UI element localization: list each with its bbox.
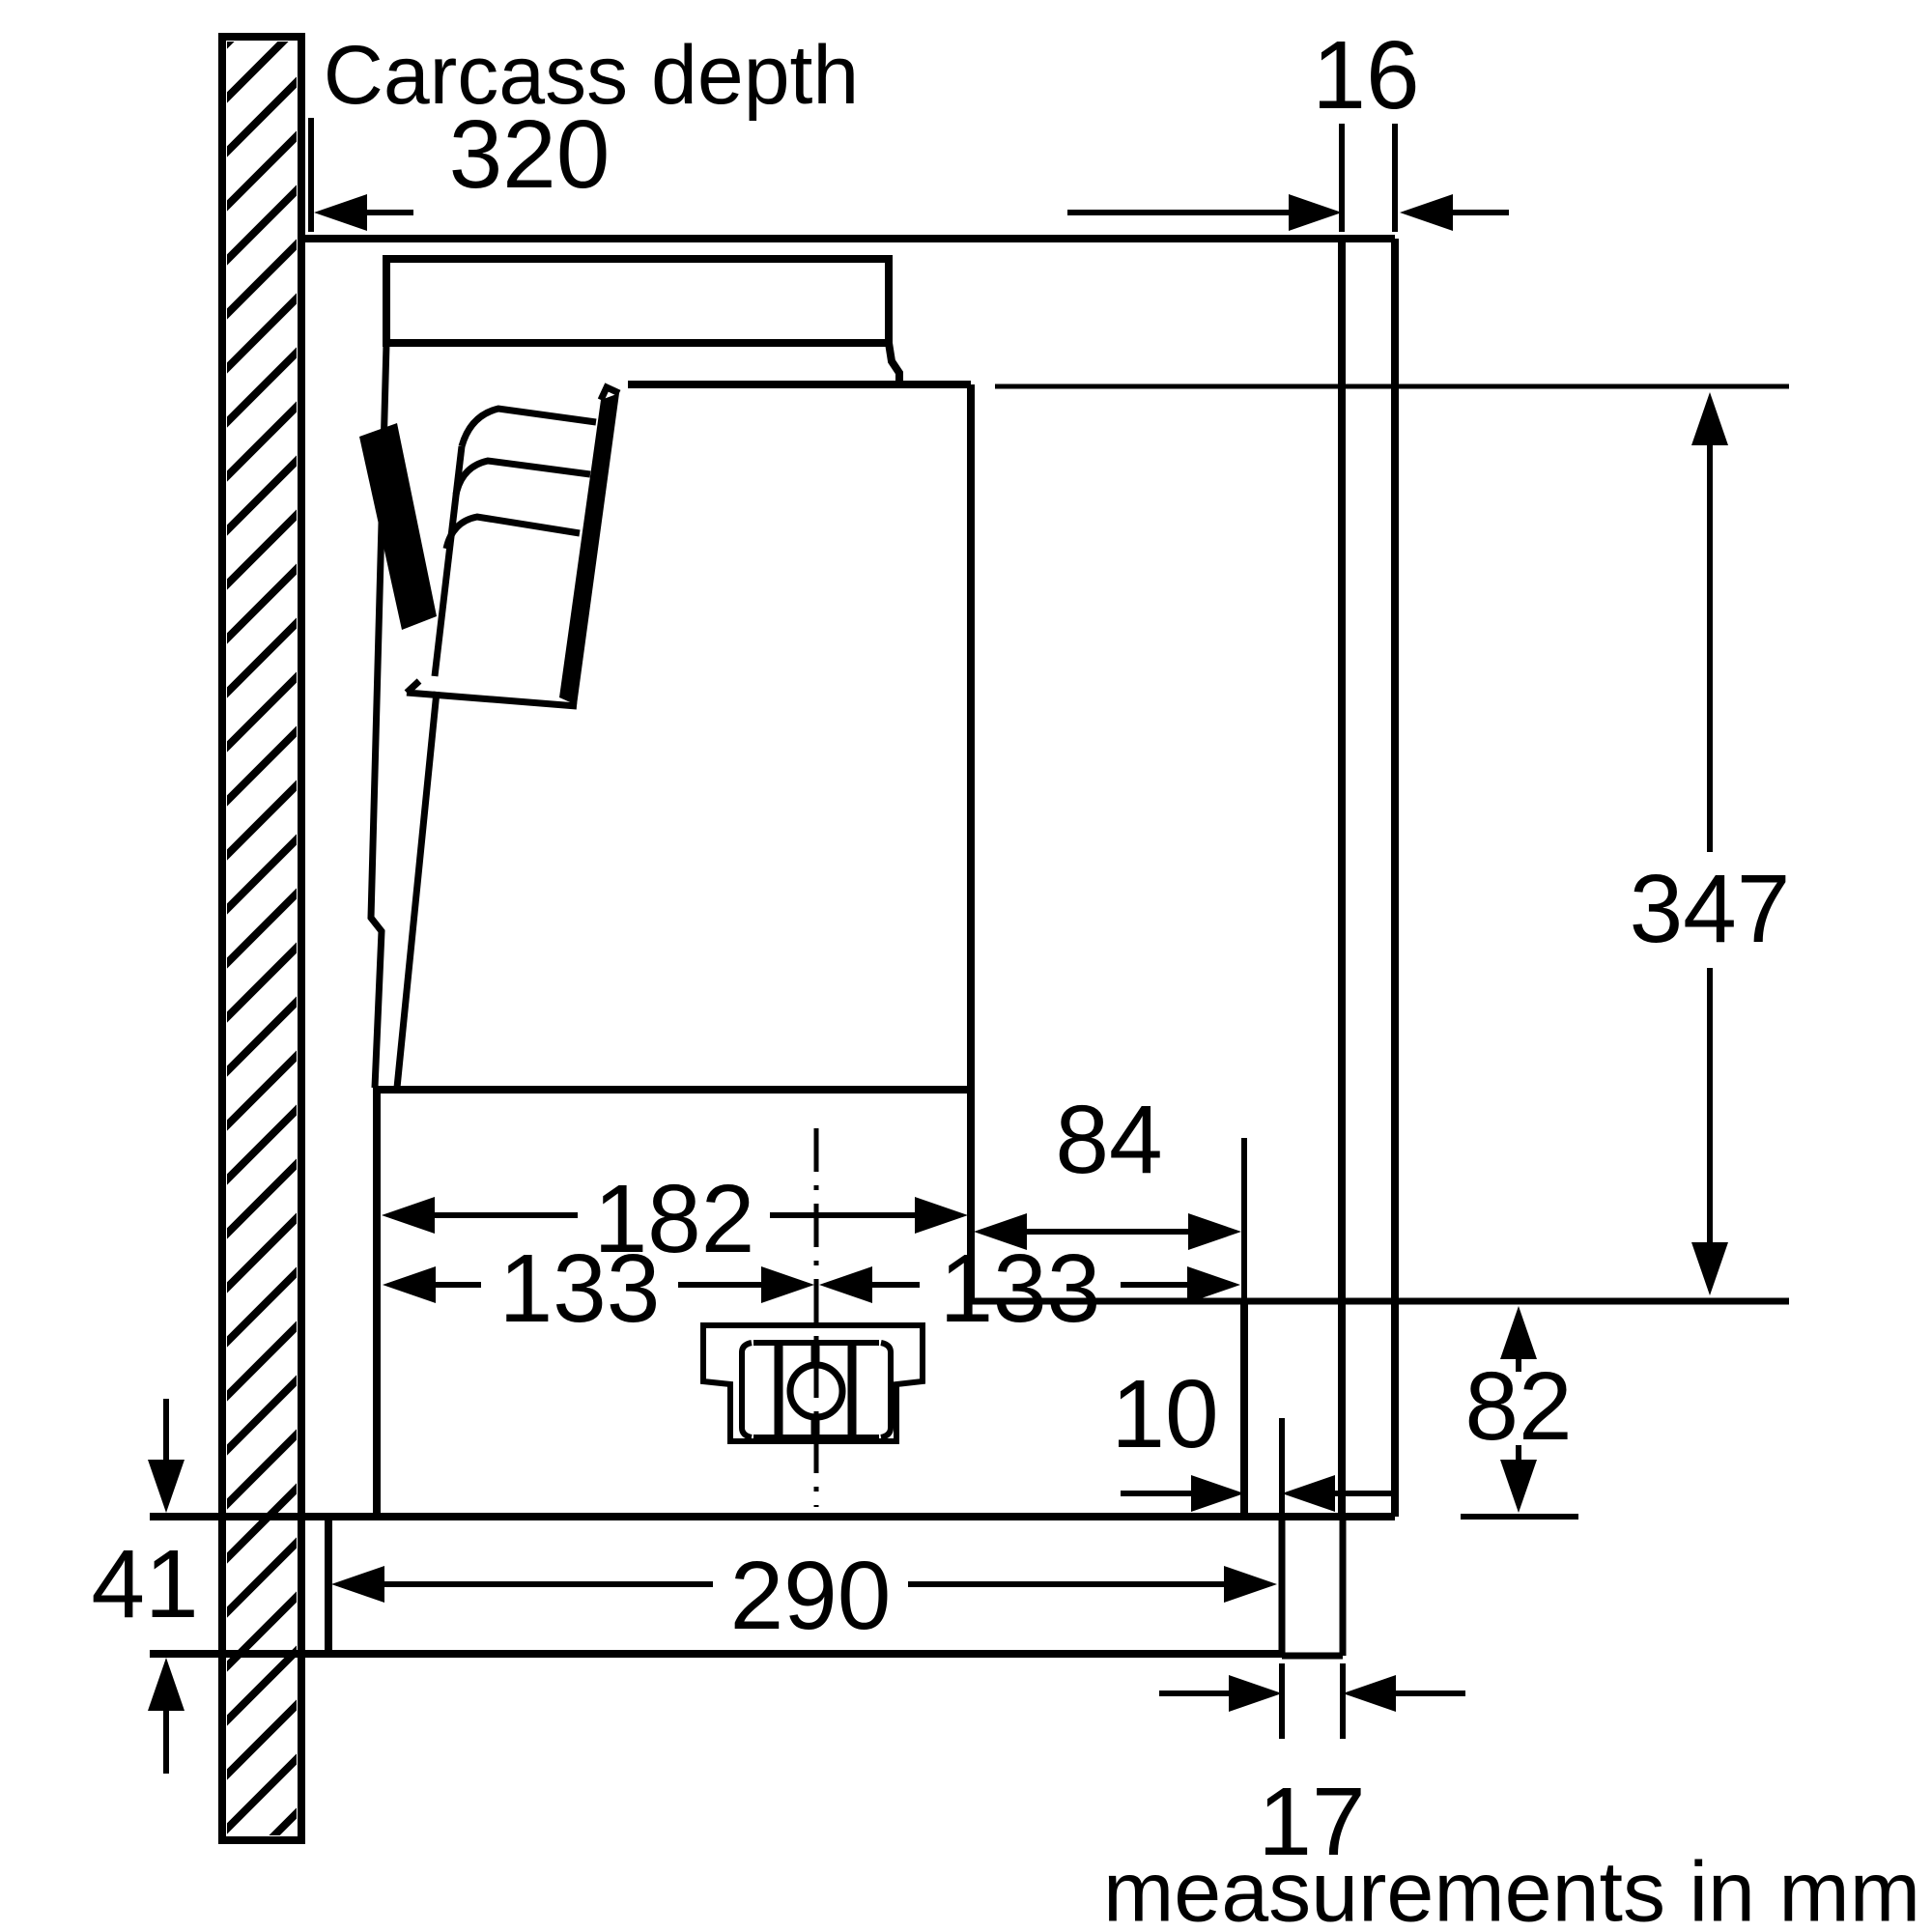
dim-center-133-left: 133 (383, 1235, 814, 1343)
right-flap-plate (559, 393, 619, 705)
dim-panel-16: 16 (1312, 21, 1509, 232)
dim-gap-10: 10 (1111, 1360, 1397, 1513)
flap-blade-3 (442, 513, 581, 550)
wall-section (218, 33, 305, 1844)
dim-290-label: 290 (730, 1542, 892, 1650)
rear-chimney-duct (367, 343, 440, 1089)
dim-lower-82: 82 (1461, 1306, 1578, 1520)
flap-blade-2 (452, 457, 591, 496)
dim-41-label: 41 (91, 1530, 198, 1638)
dim-182-label: 182 (594, 1165, 755, 1273)
dim-body-182: 182 (382, 1165, 968, 1273)
bottom-shelf (150, 1513, 1395, 1660)
dim-cutout-290: 290 (331, 1542, 1277, 1650)
front-strip-17mm (1278, 1517, 1347, 1660)
dim-shelf-41: 41 (91, 1399, 199, 1774)
dim-133-left-label: 133 (499, 1235, 661, 1343)
dim-center-133-right: 133 (819, 1235, 1240, 1343)
duct-spigot-box (383, 255, 903, 385)
damper-flap-assembly (359, 383, 621, 710)
dim-height-347: 347 (995, 384, 1791, 1295)
front-panel-16mm (1338, 239, 1399, 1517)
dim-strip-17: 17 (1159, 1663, 1465, 1876)
flap-blade-1 (458, 405, 597, 448)
cable-gland-left-cap (739, 1340, 753, 1440)
left-flap-plate (359, 423, 437, 630)
units-note: measurements in mm (1103, 1844, 1920, 1932)
dim-17-label: 17 (1258, 1768, 1365, 1876)
dim-84-label: 84 (1055, 1086, 1162, 1194)
dim-16-label: 16 (1312, 21, 1419, 129)
dim-step-84: 84 (974, 1086, 1247, 1306)
dim-82-label: 82 (1464, 1352, 1572, 1461)
cable-gland-right-cap (880, 1340, 894, 1440)
dim-carcass-depth-320: Carcass depth 320 (308, 29, 1342, 232)
dim-347-label: 347 (1630, 855, 1791, 963)
dim-10-label: 10 (1111, 1360, 1218, 1468)
terminal-connector (700, 1128, 925, 1507)
dim-133-right-label: 133 (940, 1235, 1101, 1343)
dim-320-label: 320 (449, 100, 611, 209)
hood-main-body (373, 381, 1789, 1517)
carcass-depth-label: Carcass depth (324, 29, 860, 122)
